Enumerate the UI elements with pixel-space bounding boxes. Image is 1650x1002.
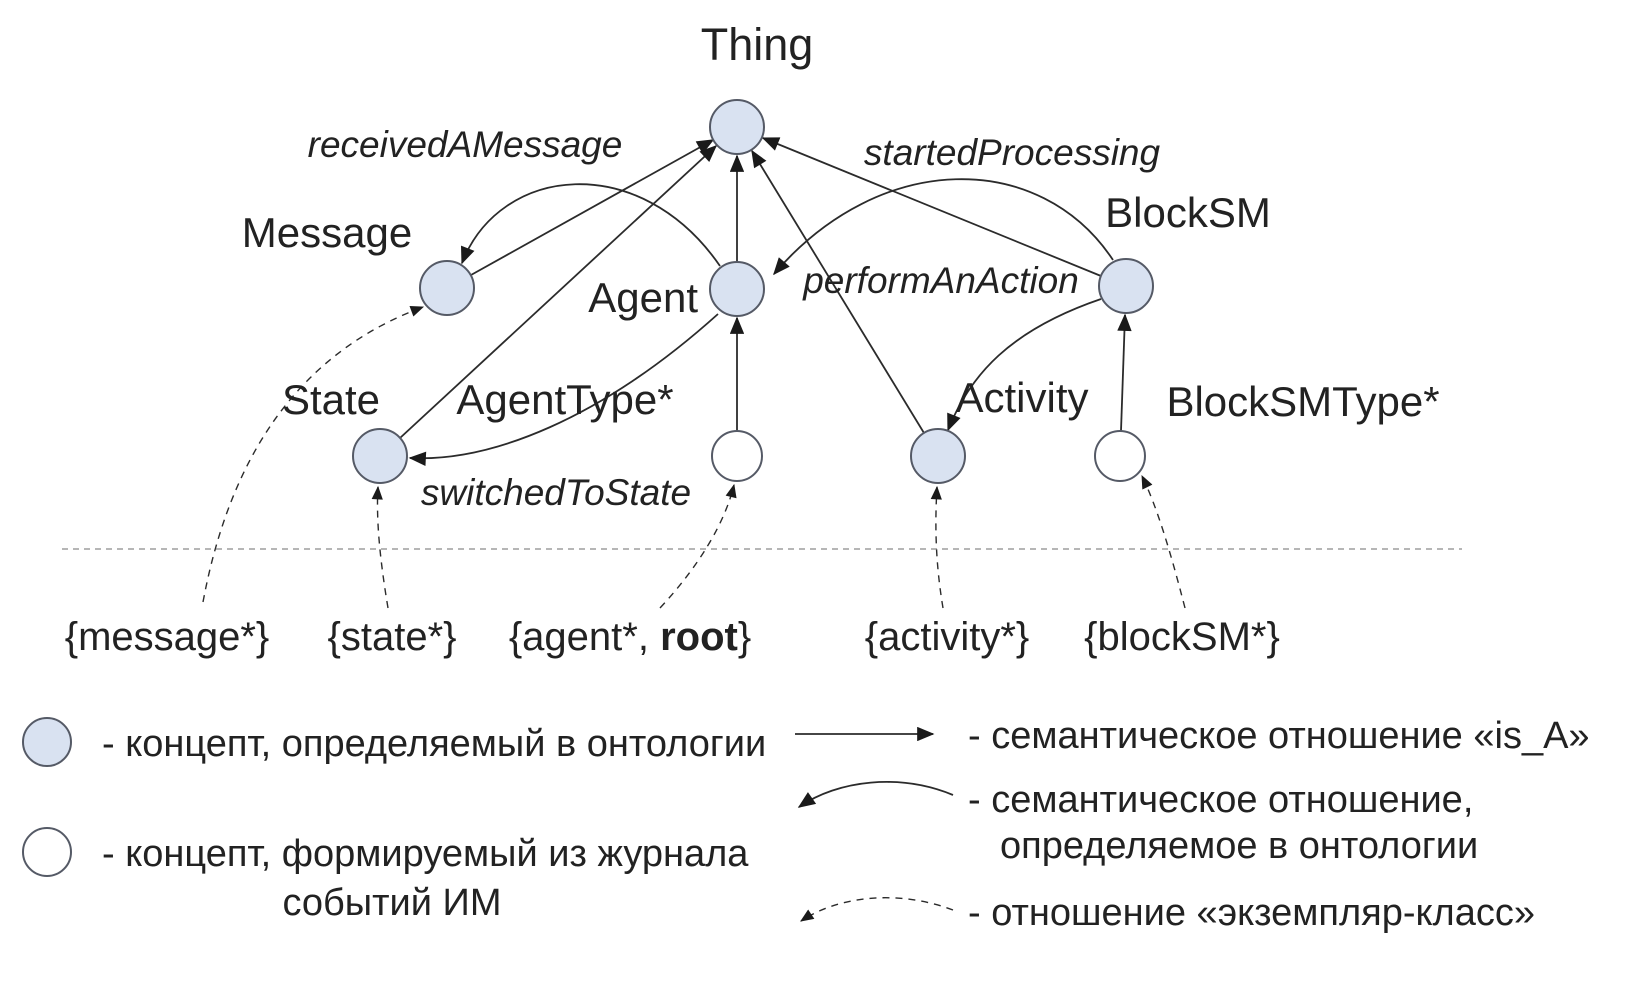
- relation-label-performAnAction: performAnAction: [802, 260, 1079, 301]
- legend-ontology-concept-label: - концепт, определяемый в онтологии: [102, 723, 766, 765]
- node-blocksm: [1098, 258, 1154, 314]
- instance-arrow-blocksm: [1141, 474, 1186, 609]
- legend-isa-relation-label: - семантическое отношение «is_A»: [968, 715, 1590, 757]
- instance-label-agent: {agent*, root}: [509, 615, 751, 659]
- instance-arrow-agent: [659, 483, 737, 609]
- legend-semantic-relation-label-line2: определяемое в онтологии: [1000, 825, 1478, 867]
- relation-arrow-startedProcessing: [773, 178, 1114, 276]
- isa-arrow-blocksm-to-thing: [761, 137, 1102, 277]
- legend-semantic-relation-label-line1: - семантическое отношение,: [968, 779, 1473, 821]
- isa-arrow-state-to-thing: [399, 145, 718, 439]
- isa-arrow-activity-to-thing: [751, 149, 925, 434]
- instance-label-blocksm: {blockSM*}: [1084, 615, 1280, 659]
- instance-label-agent-prefix: {agent*,: [509, 615, 660, 659]
- relation-arrow-performAnAction: [947, 298, 1102, 432]
- relation-arrow-receivedAMessage: [461, 183, 721, 267]
- legend-instance-class-arrow-icon: [800, 897, 954, 922]
- instance-arrow-state: [371, 485, 389, 609]
- instance-label-state: {state*}: [327, 615, 456, 659]
- node-state: [352, 428, 408, 484]
- node-agenttype: [711, 430, 763, 482]
- legend-instance-class-label: - отношение «экземпляр-класс»: [968, 892, 1535, 934]
- node-label-blocksm: BlockSM: [1105, 189, 1271, 236]
- node-label-agenttype: AgentType*: [456, 376, 673, 423]
- legend-log-concept-label-line2: событий ИМ: [282, 882, 501, 924]
- isa-arrow-message-to-thing: [470, 139, 715, 276]
- relation-label-receivedAMessage: receivedAMessage: [308, 124, 623, 165]
- node-blocksmtype: [1094, 430, 1146, 482]
- instance-label-message: {message*}: [65, 615, 270, 659]
- node-label-thing: Thing: [701, 19, 814, 70]
- node-label-agent: Agent: [588, 274, 698, 321]
- node-message: [419, 260, 475, 316]
- node-agent: [709, 261, 765, 317]
- relation-label-switchedToState: switchedToState: [421, 472, 691, 513]
- legend-semantic-relation-arrow-icon: [797, 781, 954, 808]
- instance-label-activity: {activity*}: [865, 615, 1030, 659]
- legend-ontology-concept-icon: [22, 717, 72, 767]
- relation-arrow-switchedToState: [408, 313, 719, 466]
- relation-label-startedProcessing: startedProcessing: [864, 132, 1161, 173]
- instance-arrow-activity: [930, 485, 944, 609]
- node-label-blocksmtype: BlockSMType*: [1166, 378, 1439, 425]
- node-activity: [910, 428, 966, 484]
- legend-log-concept-label-line1: - концепт, формируемый из журнала: [102, 833, 749, 875]
- isa-arrow-blocksmtype-to-blocksm: [1117, 313, 1132, 432]
- node-label-state: State: [282, 376, 380, 423]
- instance-arrow-message: [202, 306, 425, 603]
- node-label-activity: Activity: [955, 374, 1088, 421]
- legend-log-concept-icon: [22, 827, 72, 877]
- node-thing: [709, 99, 765, 155]
- instance-label-agent-root: root: [660, 615, 738, 659]
- instance-label-agent-suffix: }: [738, 615, 751, 659]
- node-label-message: Message: [242, 209, 412, 256]
